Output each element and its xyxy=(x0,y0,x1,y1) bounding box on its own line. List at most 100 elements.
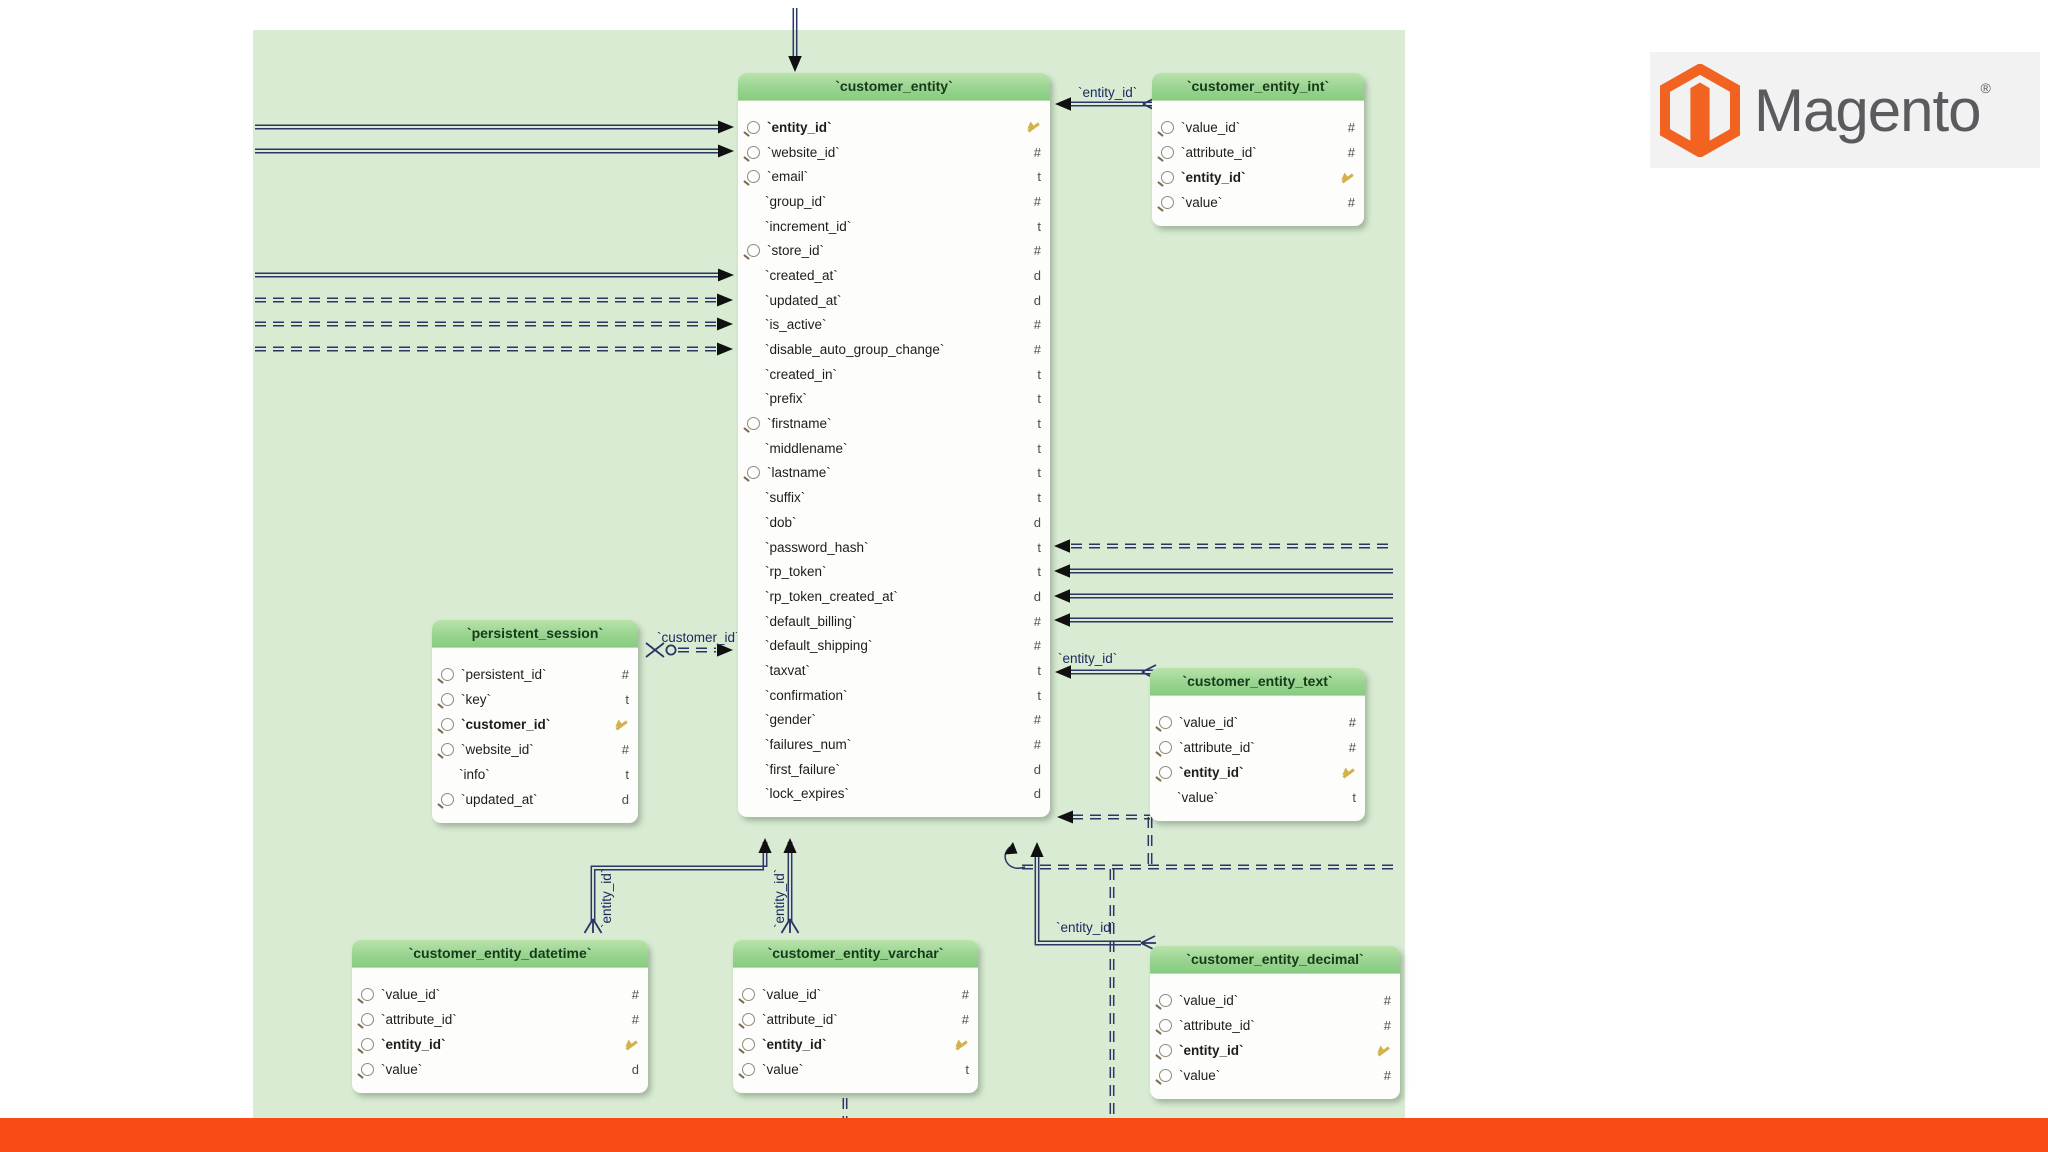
field-name: `entity_id` xyxy=(1179,1043,1244,1058)
field-row: `value_id` # xyxy=(742,982,969,1007)
primary-key-icon xyxy=(613,718,629,732)
field-name: `website_id` xyxy=(767,144,840,160)
field-row: `created_at`d xyxy=(747,263,1041,288)
field-type: # xyxy=(1033,737,1041,753)
field-row: `attribute_id` # xyxy=(361,1007,639,1032)
field-row: `entity_id` xyxy=(1159,1038,1391,1063)
field-row: `confirmation`t xyxy=(747,683,1041,708)
field-row: `created_in` t xyxy=(747,362,1041,387)
field-row: `suffix`t xyxy=(747,485,1041,510)
search-icon xyxy=(747,244,760,258)
field-row: `rp_token`t xyxy=(747,559,1041,584)
field-row: `updated_at`d xyxy=(747,288,1041,313)
field-row: `value`d xyxy=(361,1057,639,1082)
field-name: `lock_expires` xyxy=(765,786,850,802)
field-name: `created_in` xyxy=(765,366,838,382)
field-type: t xyxy=(1037,169,1041,185)
search-icon xyxy=(747,466,760,480)
field-name: `confirmation` xyxy=(765,687,848,703)
field-name: `value_id` xyxy=(762,987,822,1002)
field-type: # xyxy=(1033,638,1041,654)
field-name: `value_id` xyxy=(381,987,441,1002)
field-type: t xyxy=(1037,662,1041,678)
field-name: `failures_num` xyxy=(765,737,852,753)
search-icon xyxy=(441,668,454,681)
field-type: # xyxy=(631,1012,639,1027)
field-row: `value` t xyxy=(1159,785,1356,810)
primary-key-icon xyxy=(1025,120,1041,134)
field-type: t xyxy=(1037,440,1041,456)
table-customer-entity-int: `customer_entity_int` `value_id` # `attrib… xyxy=(1152,73,1364,226)
field-type: # xyxy=(621,742,629,757)
field-row: `entity_id` xyxy=(1159,760,1356,785)
field-type: t xyxy=(1352,790,1356,805)
search-icon xyxy=(1161,146,1174,159)
field-type: # xyxy=(961,987,969,1002)
field-row: `prefix`t xyxy=(747,387,1041,412)
field-name: `attribute_id` xyxy=(1181,145,1257,160)
field-type: d xyxy=(1033,292,1041,308)
search-icon xyxy=(1159,741,1172,754)
search-icon xyxy=(441,718,454,731)
search-icon xyxy=(1159,994,1172,1007)
field-name: `disable_auto_group_change` xyxy=(765,342,945,358)
table-fields: `persistent_id`#`key`t `customer_id` `webs… xyxy=(432,648,638,823)
field-row: `value`# xyxy=(1161,190,1355,215)
field-row: `website_id` # xyxy=(441,737,629,762)
field-name: `taxvat` xyxy=(765,662,811,678)
search-icon xyxy=(747,120,760,134)
field-type: t xyxy=(625,767,629,782)
field-name: `website_id` xyxy=(461,742,534,757)
connector-label-entity-id-int: `entity_id` xyxy=(1078,85,1138,100)
magento-wordmark: Magento® xyxy=(1754,76,1991,144)
search-icon xyxy=(742,988,755,1001)
field-type: d xyxy=(1033,267,1041,283)
table-title: `customer_entity_datetime` xyxy=(352,940,648,968)
field-row: `key`t xyxy=(441,687,629,712)
table-customer-entity-varchar: `customer_entity_varchar` `value_id`#`at… xyxy=(733,940,978,1093)
search-icon xyxy=(747,170,760,184)
field-row: `attribute_id`# xyxy=(742,1007,969,1032)
primary-key-icon xyxy=(953,1038,969,1052)
search-icon xyxy=(742,1063,755,1076)
field-type: # xyxy=(1033,144,1041,160)
field-row: `value_id`# xyxy=(361,982,639,1007)
field-row: `increment_id`t xyxy=(747,214,1041,239)
field-row: `value` t xyxy=(742,1057,969,1082)
field-name: `value` xyxy=(762,1062,804,1077)
field-name: `info` xyxy=(459,767,490,782)
table-fields: `value_id`#`attribute_id`#`entity_id``va… xyxy=(733,968,978,1093)
field-name: `value_id` xyxy=(1181,120,1241,135)
field-type: # xyxy=(1348,715,1356,730)
field-type: # xyxy=(1347,145,1355,160)
field-name: `value_id` xyxy=(1179,715,1239,730)
field-type: t xyxy=(1037,366,1041,382)
field-row: `info` t xyxy=(441,762,629,787)
field-name: `gender` xyxy=(765,712,817,728)
field-name: `lastname` xyxy=(767,465,831,481)
connector-label-entity-id-text: `entity_id` xyxy=(1058,651,1118,666)
table-title: `customer_entity_int` xyxy=(1152,73,1364,101)
field-row: `store_id`# xyxy=(747,238,1041,263)
field-name: `store_id` xyxy=(767,243,825,259)
table-title: `customer_entity_text` xyxy=(1150,668,1365,696)
field-row: `default_billing`# xyxy=(747,609,1041,634)
field-name: `rp_token_created_at` xyxy=(765,588,898,604)
field-name: `customer_id` xyxy=(461,717,551,732)
field-type: # xyxy=(621,667,629,682)
field-row: `entity_id` xyxy=(361,1032,639,1057)
table-fields: `value_id`#`attribute_id`#`entity_id``va… xyxy=(352,968,648,1093)
magento-logo: Magento® xyxy=(1650,52,2040,168)
field-name: `default_billing` xyxy=(765,613,857,629)
field-name: `attribute_id` xyxy=(1179,740,1255,755)
field-name: `updated_at` xyxy=(461,792,538,807)
field-name: `attribute_id` xyxy=(381,1012,457,1027)
field-row: `entity_id` xyxy=(1161,165,1355,190)
field-type: t xyxy=(965,1062,969,1077)
table-title: `persistent_session` xyxy=(432,620,638,648)
table-fields: `value_id`#`attribute_id`#`entity_id``va… xyxy=(1150,974,1400,1099)
field-name: `value` xyxy=(1177,790,1219,805)
field-type: # xyxy=(1348,740,1356,755)
field-row: `persistent_id`# xyxy=(441,662,629,687)
